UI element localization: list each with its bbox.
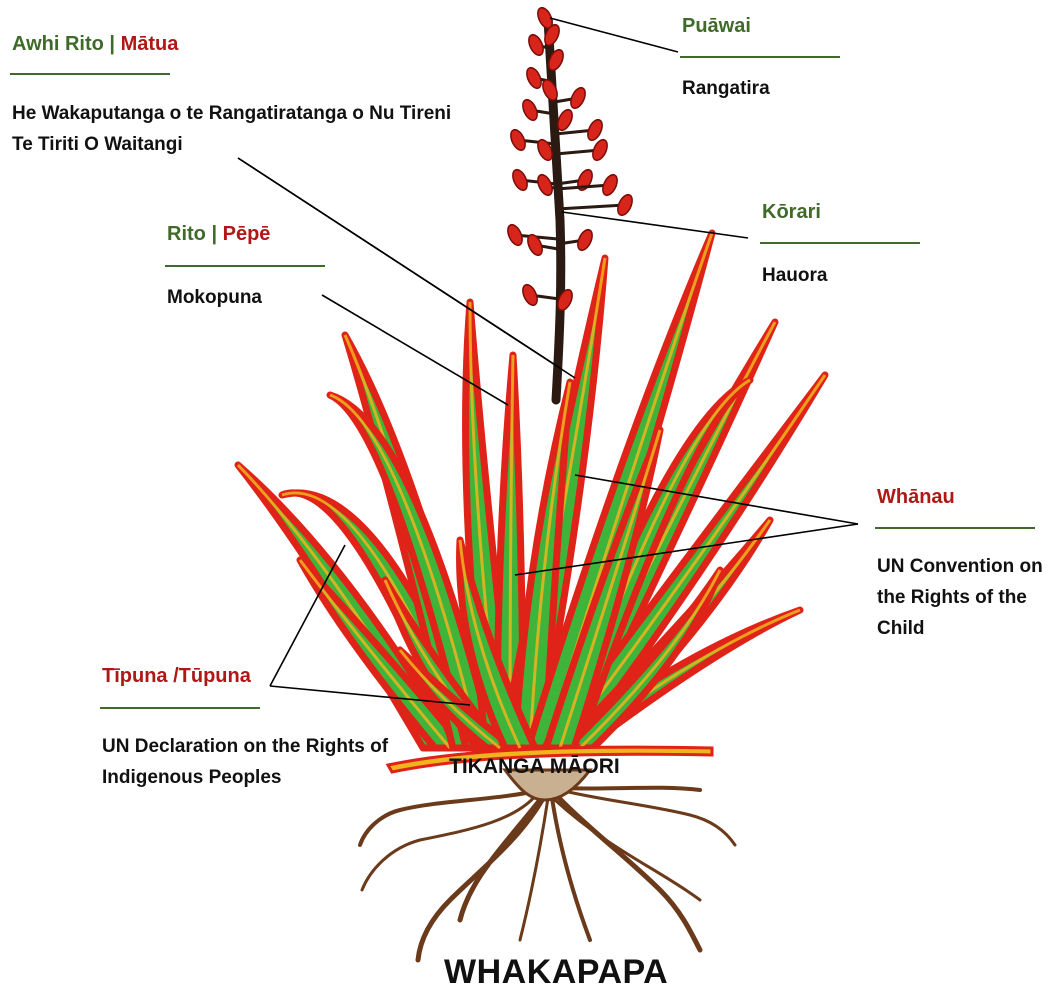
leader-line xyxy=(550,18,678,52)
tikanga-maori-label: TIKANGA MĀORI xyxy=(449,754,620,780)
rito-description: Mokopuna xyxy=(167,286,262,310)
puawai-underline xyxy=(680,56,840,58)
awhi-rito-label: Awhi Rito xyxy=(12,33,104,55)
flower xyxy=(520,97,540,122)
whanau-label: Whānau xyxy=(877,485,955,510)
puawai-description: Rangatira xyxy=(682,77,770,101)
matua-label: Mātua xyxy=(121,33,179,55)
awhi-rito-desc-line-1: He Wakaputanga o te Rangatiratanga o Nu … xyxy=(12,98,451,129)
flower xyxy=(535,172,555,197)
rito-underline xyxy=(165,265,325,267)
korari-label: Kōrari xyxy=(762,200,821,225)
flower xyxy=(526,32,546,57)
whanau-desc-line-3: Child xyxy=(877,613,1043,644)
flower xyxy=(568,85,588,110)
flower xyxy=(585,117,605,142)
whanau-desc-line-1: UN Convention on xyxy=(877,551,1043,582)
rito-label: Rito xyxy=(167,223,206,245)
korari-description: Hauora xyxy=(762,264,827,288)
puawai-label: Puāwai xyxy=(682,14,751,39)
whanau-underline xyxy=(875,527,1035,529)
tipuna-underline xyxy=(100,707,260,709)
flower xyxy=(600,172,620,197)
awhi-rito-description: He Wakaputanga o te Rangatiratanga o Nu … xyxy=(12,98,451,160)
flower xyxy=(505,222,525,247)
root xyxy=(560,790,735,845)
flower xyxy=(575,227,595,252)
leader-line xyxy=(238,158,560,368)
rito-heading: Rito | Pēpē xyxy=(167,222,270,247)
flower xyxy=(615,192,635,217)
flower-stalk xyxy=(505,5,635,400)
tipuna-desc-line-2: Indigenous Peoples xyxy=(102,762,388,793)
roots xyxy=(360,770,735,960)
flower xyxy=(590,137,610,162)
whakapapa-title: WHAKAPAPA xyxy=(444,951,668,994)
awhi-rito-desc-line-2: Te Tiriti O Waitangi xyxy=(12,129,451,160)
korari-underline xyxy=(760,242,920,244)
flower xyxy=(510,167,530,192)
whanau-description: UN Convention on the Rights of the Child xyxy=(877,551,1043,644)
separator: | xyxy=(109,33,115,55)
tipuna-desc-line-1: UN Declaration on the Rights of xyxy=(102,731,388,762)
root xyxy=(562,788,700,790)
pepe-label: Pēpē xyxy=(223,223,271,245)
flower xyxy=(520,282,540,307)
tipuna-description: UN Declaration on the Rights of Indigeno… xyxy=(102,731,388,793)
awhi-rito-underline xyxy=(10,73,170,75)
leaves xyxy=(238,233,825,748)
flower xyxy=(524,65,544,90)
flower xyxy=(508,127,528,152)
tipuna-label: Tīpuna /Tūpuna xyxy=(102,664,251,689)
flower-branch xyxy=(557,205,625,209)
awhi-rito-heading: Awhi Rito | Mātua xyxy=(12,32,178,57)
separator: | xyxy=(211,223,217,245)
flower-branch xyxy=(557,185,610,189)
whanau-desc-line-2: the Rights of the xyxy=(877,582,1043,613)
